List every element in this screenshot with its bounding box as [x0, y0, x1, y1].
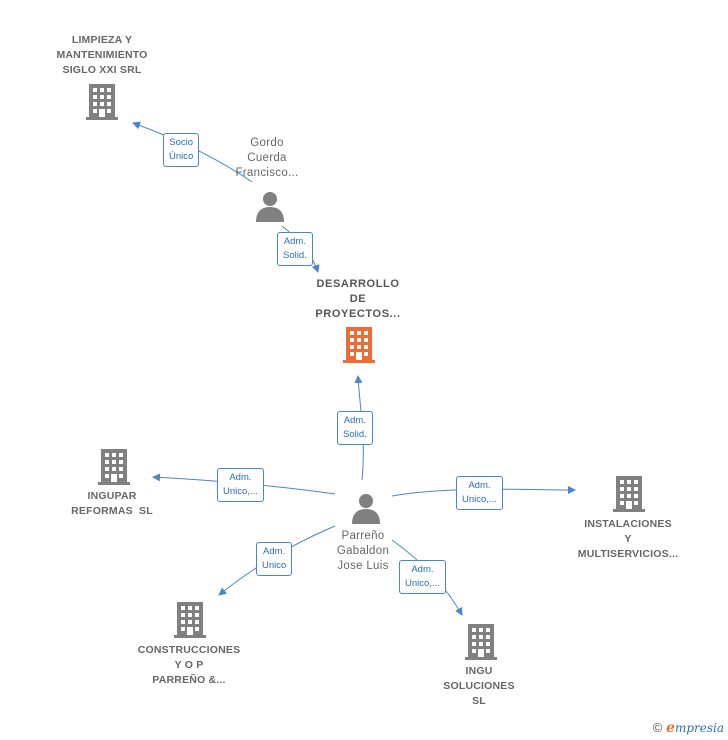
- edge-label-line: Adm.: [283, 236, 306, 247]
- label-line: PROYECTOS...: [315, 308, 401, 320]
- node-label-ingupar[interactable]: INGUPAR REFORMAS SL: [32, 489, 192, 519]
- edge-label-line: Socio: [169, 137, 194, 148]
- edge-label-line: Adm.: [411, 564, 434, 575]
- edge-label-line: Solid.: [283, 250, 307, 261]
- label-line: SL: [472, 695, 486, 707]
- node-label-instalaciones[interactable]: INSTALACIONES Y MULTISERVICIOS...: [548, 517, 708, 562]
- building-icon[interactable]: [613, 476, 645, 512]
- edge-label-line: Solid.: [343, 429, 367, 440]
- building-icon[interactable]: [465, 624, 497, 660]
- label-line: Y: [624, 533, 632, 545]
- label-line: Francisco...: [235, 167, 299, 179]
- label-line: DESARROLLO: [316, 278, 400, 290]
- edge-label-ingupar-adm[interactable]: Adm. Unico,...: [217, 468, 264, 502]
- building-icon[interactable]: [174, 602, 206, 638]
- label-line: CONSTRUCCIONES: [137, 644, 241, 656]
- label-line: LIMPIEZA Y: [71, 34, 133, 46]
- person-icon[interactable]: [254, 190, 286, 222]
- edge-label-line: Único: [169, 151, 194, 162]
- node-label-ingu[interactable]: INGU SOLUCIONES SL: [399, 664, 559, 709]
- building-icon[interactable]: [86, 84, 118, 120]
- edge-label-parreno-adm[interactable]: Adm. Solid.: [337, 411, 373, 445]
- label-line: Gordo: [250, 137, 284, 149]
- label-line: SIGLO XXI SRL: [62, 64, 142, 76]
- copyright-symbol: ©: [652, 720, 663, 735]
- brand-text: mpresia: [674, 721, 724, 735]
- label-line: Jose Luis: [337, 560, 389, 572]
- label-line: MULTISERVICIOS...: [577, 548, 679, 560]
- label-line: REFORMAS SL: [71, 505, 153, 517]
- label-line: PARREÑO &...: [152, 674, 226, 686]
- person-icon[interactable]: [350, 492, 382, 524]
- edge-label-line: Adm.: [229, 472, 252, 483]
- edge-label-instalaciones-adm[interactable]: Adm. Unico,...: [456, 476, 503, 510]
- label-line: Parreño: [341, 530, 385, 542]
- edge-label-line: Adm.: [468, 480, 491, 491]
- label-line: SOLUCIONES: [443, 680, 515, 692]
- brand-initial: e: [666, 720, 675, 736]
- edge-label-line: Adm.: [343, 415, 366, 426]
- edge-label-line: Unico,...: [405, 578, 440, 589]
- edge-label-ingu-adm[interactable]: Adm. Unico,...: [399, 560, 446, 594]
- node-label-construcciones[interactable]: CONSTRUCCIONES Y O P PARREÑO &...: [109, 643, 269, 688]
- brand-logo: empresia: [666, 720, 724, 736]
- label-line: INGUPAR: [87, 490, 137, 502]
- edge-label-line: Adm.: [263, 546, 286, 557]
- edge-label-gordo-adm[interactable]: Adm. Solid.: [277, 232, 313, 266]
- edge-label-construcciones-adm[interactable]: Adm. Unico: [256, 542, 293, 576]
- node-label-parreno[interactable]: Parreño Gabaldon Jose Luis: [283, 529, 443, 574]
- label-line: INSTALACIONES: [584, 518, 672, 530]
- building-icon[interactable]: [98, 449, 130, 485]
- node-label-desarrollo[interactable]: DESARROLLO DE PROYECTOS...: [278, 277, 438, 322]
- edge-label-line: Unico: [262, 560, 287, 571]
- edge-label-line: Unico,...: [462, 494, 497, 505]
- node-label-gordo[interactable]: Gordo Cuerda Francisco...: [187, 136, 347, 181]
- edge-label-socio-unico[interactable]: Socio Único: [163, 133, 200, 167]
- label-line: INGU: [465, 665, 493, 677]
- edge-label-line: Unico,...: [223, 486, 258, 497]
- building-icon-focus[interactable]: [343, 327, 375, 363]
- label-line: Y O P: [174, 659, 204, 671]
- label-line: DE: [349, 293, 367, 305]
- label-line: Cuerda: [247, 152, 287, 164]
- label-line: MANTENIMIENTO: [56, 49, 148, 61]
- label-line: Gabaldon: [336, 545, 390, 557]
- footer-brand[interactable]: © empresia: [653, 720, 724, 736]
- node-label-limpieza[interactable]: LIMPIEZA Y MANTENIMIENTO SIGLO XXI SRL: [22, 33, 182, 78]
